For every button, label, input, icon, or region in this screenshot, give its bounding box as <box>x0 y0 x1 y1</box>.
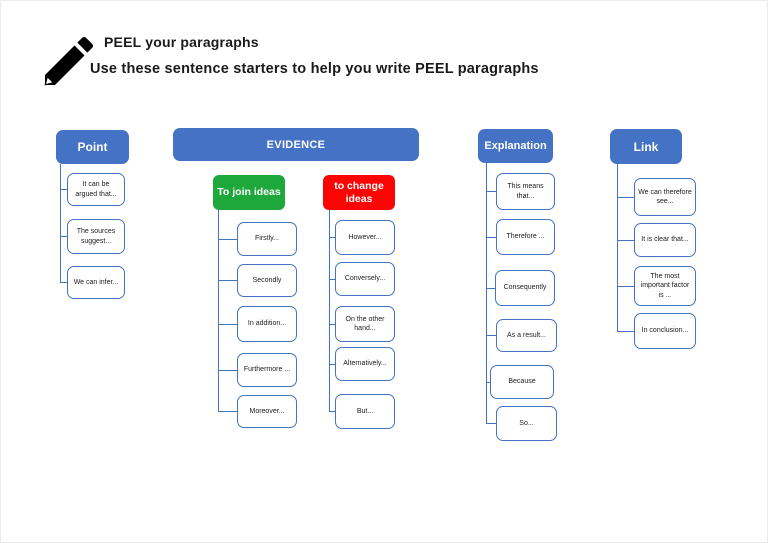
point-connector-stub <box>60 236 67 238</box>
join-ideas-connector-stub <box>218 324 237 326</box>
link-item: The most important factor is ... <box>634 266 696 306</box>
pencil-icon <box>37 28 101 94</box>
explanation-item: Consequently <box>495 270 555 306</box>
link-connector-stub <box>617 197 634 199</box>
change-ideas-connector-stub <box>329 364 335 366</box>
point-item: The sources suggest... <box>67 219 125 254</box>
change-ideas-item: Conversely... <box>335 262 395 296</box>
point-item: It can be argued that... <box>67 173 125 206</box>
link-connector-line <box>617 164 619 331</box>
explanation-item: So... <box>496 406 557 441</box>
explanation-item: Because <box>490 365 554 399</box>
link-item: We can therefore see... <box>634 178 696 216</box>
explanation-connector-stub <box>486 191 496 193</box>
change-ideas-item: However... <box>335 220 395 255</box>
join-ideas-item: Moreover... <box>237 395 297 428</box>
join-ideas-connector-stub <box>218 370 237 372</box>
point-header: Point <box>56 130 129 164</box>
link-header: Link <box>610 129 682 164</box>
change-ideas-connector-stub <box>329 324 335 326</box>
change-ideas-connector-stub <box>329 411 335 413</box>
page-title: PEEL your paragraphs <box>104 34 259 50</box>
join-ideas-connector-stub <box>218 239 237 241</box>
change-ideas-connector-line <box>329 210 331 411</box>
evidence-header: EVIDENCE <box>173 128 419 161</box>
join-ideas-item: Firstly... <box>237 222 297 256</box>
join-ideas-item: Secondly <box>237 264 297 297</box>
explanation-connector-stub <box>486 288 495 290</box>
link-item: In conclusion... <box>634 313 696 349</box>
link-connector-stub <box>617 240 634 242</box>
explanation-connector-stub <box>486 335 496 337</box>
link-connector-stub <box>617 331 634 333</box>
join-ideas-header: To join ideas <box>213 175 285 210</box>
explanation-item: Therefore ... <box>496 219 555 255</box>
change-ideas-item: Alternatively... <box>335 347 395 381</box>
point-connector-line <box>60 164 62 282</box>
change-ideas-item: But... <box>335 394 395 429</box>
change-ideas-connector-stub <box>329 279 335 281</box>
explanation-item: This means that... <box>496 173 555 210</box>
page-subtitle: Use these sentence starters to help you … <box>90 61 539 77</box>
join-ideas-connector-stub <box>218 411 237 413</box>
link-connector-stub <box>617 286 634 288</box>
point-connector-stub <box>60 189 67 191</box>
explanation-connector-line <box>486 163 488 423</box>
point-connector-stub <box>60 282 67 284</box>
explanation-connector-stub <box>486 423 496 425</box>
change-ideas-connector-stub <box>329 237 335 239</box>
explanation-item: As a result... <box>496 319 557 352</box>
join-ideas-item: In addition... <box>237 306 297 342</box>
change-ideas-item: On the other hand... <box>335 306 395 342</box>
join-ideas-item: Furthermore ... <box>237 353 297 387</box>
link-item: It is clear that... <box>634 223 696 257</box>
explanation-connector-stub <box>486 382 490 384</box>
explanation-header: Explanation <box>478 129 553 163</box>
explanation-connector-stub <box>486 237 496 239</box>
change-ideas-header: to change ideas <box>323 175 395 210</box>
join-ideas-connector-stub <box>218 280 237 282</box>
join-ideas-connector-line <box>218 210 220 411</box>
point-item: We can infer... <box>67 266 125 299</box>
